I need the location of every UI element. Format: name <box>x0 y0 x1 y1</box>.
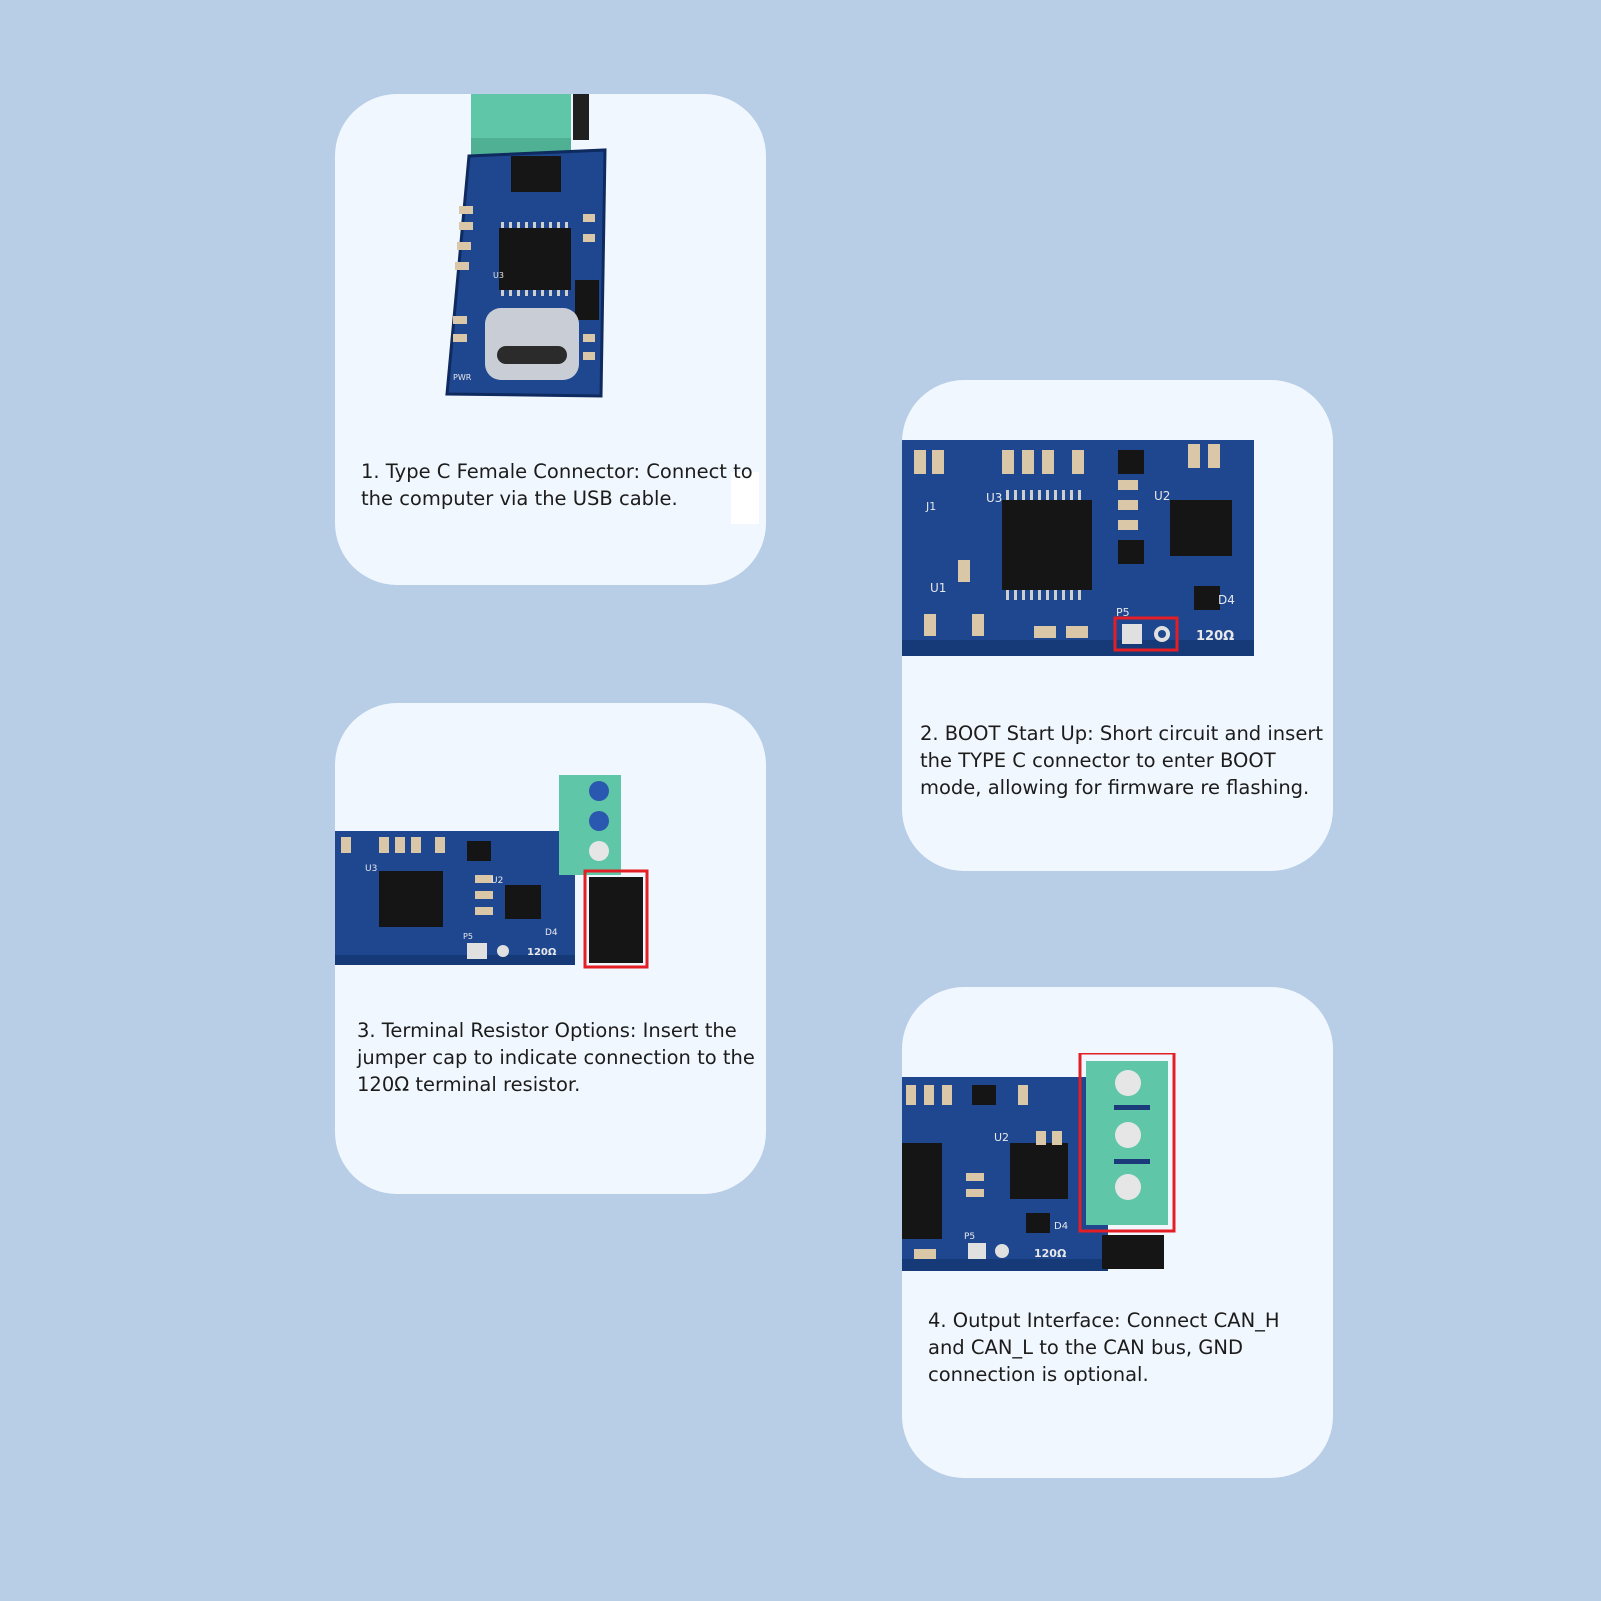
pcb-boot-image: U3 U2 U1 D4 P5 120Ω J1 <box>902 440 1254 656</box>
pcb-label-u3: U3 <box>493 271 504 280</box>
pcb-label-u2: U2 <box>994 1131 1009 1144</box>
highlight-box-icon <box>1113 616 1179 652</box>
pcb-label-u1: U1 <box>930 581 946 595</box>
pcb-label-resistor: 120Ω <box>1196 629 1234 644</box>
jumper-cap-icon <box>589 877 643 963</box>
feature-caption: 4. Output Interface: Connect CAN_H and C… <box>928 1309 1280 1386</box>
pcb-label-d4: D4 <box>1218 593 1235 607</box>
highlight-box-icon <box>1078 1053 1176 1233</box>
feature-card-boot: U3 U2 U1 D4 P5 120Ω J1 2. BOOT Start Up:… <box>902 380 1333 871</box>
pcb-label-u2: U2 <box>1154 489 1170 503</box>
pcb-label-p5: P5 <box>1116 606 1130 619</box>
pcb-label-d4: D4 <box>1054 1221 1068 1232</box>
pcb-label-resistor: 120Ω <box>527 947 557 958</box>
pcb-type-c-image: PWR U3 <box>445 94 607 398</box>
pcb-label-p5: P5 <box>463 932 473 941</box>
pcb-label-u3: U3 <box>986 491 1002 505</box>
highlight-box-icon <box>583 869 649 969</box>
feature-caption: 3. Terminal Resistor Options: Insert the… <box>357 1019 755 1096</box>
pcb-label-u3: U3 <box>365 864 377 874</box>
pcb-label-p5: P5 <box>964 1232 975 1242</box>
pcb-label-d4: D4 <box>545 928 558 938</box>
feature-caption: 2. BOOT Start Up: Short circuit and inse… <box>920 722 1323 799</box>
pcb-jumper-image: U3 U2 D4 P5 120Ω <box>335 775 649 969</box>
pcb-output-image: U2 D4 P5 120Ω <box>902 1053 1176 1271</box>
feature-card-output-interface: U2 D4 P5 120Ω 4. Output Interface: Conne… <box>902 987 1333 1478</box>
feature-caption: 1. Type C Female Connector: Connect to t… <box>361 460 753 510</box>
usb-c-connector-icon <box>485 308 579 380</box>
pcb-label-u2: U2 <box>491 876 503 886</box>
feature-card-type-c: PWR U3 1. Type C Female Connector: Conne… <box>335 94 766 585</box>
pcb-label-resistor: 120Ω <box>1034 1247 1067 1260</box>
pcb-label-j1: J1 <box>925 500 936 513</box>
feature-card-terminal-resistor: U3 U2 D4 P5 120Ω 3. Terminal Resistor Op… <box>335 703 766 1194</box>
white-patch <box>731 472 759 524</box>
jumper-cap-icon <box>1102 1235 1164 1269</box>
pcb-label-pwr: PWR <box>453 373 472 382</box>
